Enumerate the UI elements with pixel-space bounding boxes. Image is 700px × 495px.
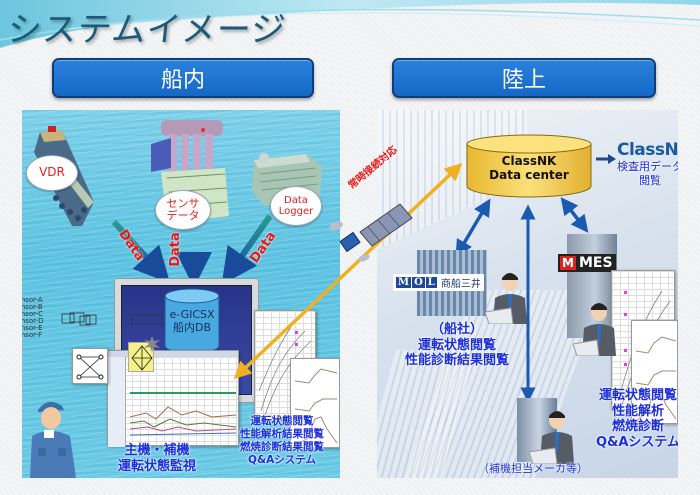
monitoring-caption-line-2: 運転状態監視 bbox=[117, 458, 196, 474]
classnk-caption: 検査用データ 閲覧 bbox=[617, 160, 678, 188]
onboard-function-item: 燃焼診断結果閲覧 bbox=[240, 441, 324, 454]
sensor-data-bubble: センサ データ bbox=[155, 190, 211, 230]
mes-logo: M MES bbox=[558, 254, 616, 272]
onboard-function-item: Q&Aシステム bbox=[248, 454, 316, 467]
monitoring-caption-line-1: 主機・補機 bbox=[124, 443, 190, 458]
page-title: システムイメージ bbox=[5, 10, 289, 50]
sensor-data-line-2: データ bbox=[166, 209, 200, 222]
datacenter-line-2: Data center bbox=[489, 168, 569, 183]
database-icon bbox=[164, 288, 220, 354]
mes-building bbox=[567, 234, 617, 338]
sensor-wiring bbox=[61, 312, 163, 326]
section-header-ship: 船内 bbox=[52, 58, 314, 98]
land-arrows bbox=[455, 197, 589, 403]
maker-staff-figure bbox=[529, 411, 574, 464]
sensor-data-line-1: センサ bbox=[166, 196, 200, 210]
classnk-block: ClassNK 検査用データ 閲覧 bbox=[617, 140, 678, 188]
diamond-graph-icon bbox=[131, 345, 153, 371]
mol-caption-line-2: 運転状態閲覧 bbox=[417, 337, 496, 353]
sensor-item: Sensor-C bbox=[22, 310, 43, 318]
arrow-datacenter-mol bbox=[455, 198, 491, 258]
vdr-bubble: VDR bbox=[26, 155, 78, 191]
onboard-db-line-1: e-GICSX bbox=[169, 308, 215, 321]
mol-logo-letter: M bbox=[396, 277, 412, 288]
mes-caption: 運転状態閲覧 性能解析 燃焼診断 Q&Aシステム bbox=[595, 388, 678, 450]
vdr-label: VDR bbox=[39, 165, 65, 180]
sensor-item: Sensor-D bbox=[22, 317, 44, 325]
mes-analysis-screen bbox=[631, 320, 678, 424]
alert-burst-icon bbox=[144, 336, 160, 352]
sensor-trend-plot bbox=[129, 392, 237, 436]
arrow-right-icon bbox=[596, 154, 616, 164]
mes-logo-text: MES bbox=[578, 255, 613, 271]
mol-logo-letter: L bbox=[425, 277, 437, 288]
sensor-item: Sensor-E bbox=[22, 324, 43, 332]
data-label-sensor: Data bbox=[167, 232, 183, 267]
engineer-figure bbox=[30, 401, 76, 478]
mes-caption-line: Q&Aシステム bbox=[595, 434, 678, 450]
classnk-caption-line-1: 検査用データ bbox=[617, 160, 678, 173]
datacenter-line-1: ClassNK bbox=[501, 154, 557, 168]
sensor-item: Sensor-B bbox=[22, 303, 43, 311]
mes-caption-line: 運転状態閲覧 bbox=[598, 388, 677, 403]
mol-logo-letter: O bbox=[412, 277, 425, 288]
analysis-plot bbox=[635, 336, 677, 422]
classnk-datacenter: ClassNK Data center bbox=[466, 134, 592, 198]
mes-caption-line: 燃焼診断 bbox=[611, 419, 664, 435]
onboard-functions-caption: 運転状態閲覧 性能解析結果閲覧 燃焼診断結果閲覧 Q&Aシステム bbox=[218, 415, 340, 468]
section-header-land: 陸上 bbox=[392, 58, 656, 98]
land-panel: ClassNK Data center ClassNK 検査用データ 閲覧 M … bbox=[377, 110, 678, 478]
onboard-db: e-GICSX 船内DB bbox=[164, 288, 220, 354]
sensor-item: Sensor-F bbox=[22, 331, 43, 339]
mol-caption-line-1: （船社） bbox=[430, 322, 483, 337]
monitoring-caption: 主機・補機 運転状態監視 bbox=[92, 443, 222, 474]
mes-caption-line: 性能解析 bbox=[611, 403, 664, 419]
onboard-db-line-2: 船内DB bbox=[172, 321, 212, 335]
mol-caption-line-3: 性能診断結果閲覧 bbox=[404, 353, 509, 369]
mol-logo-text: 商船三井 bbox=[440, 279, 481, 290]
data-arrow-vdr bbox=[111, 219, 171, 284]
network-graph-icon bbox=[76, 354, 104, 380]
network-diagram-card bbox=[72, 348, 108, 384]
mol-logo: M O L 商船三井 bbox=[393, 274, 484, 291]
mes-staff-figure bbox=[573, 303, 616, 356]
onboard-function-item: 運転状態閲覧 bbox=[250, 415, 314, 427]
window-legend-pane bbox=[108, 357, 126, 447]
onboard-function-item: 性能解析結果閲覧 bbox=[240, 428, 324, 441]
classnk-caption-line-2: 閲覧 bbox=[639, 173, 661, 187]
datacenter-label: ClassNK Data center bbox=[466, 154, 592, 183]
mol-caption: （船社） 運転状態閲覧 性能診断結果閲覧 bbox=[397, 322, 517, 369]
maker-caption: （補機担当メーカ等） bbox=[478, 462, 588, 475]
mes-logo-mark: M bbox=[560, 256, 576, 270]
header-swoosh bbox=[0, 0, 700, 48]
database-icon bbox=[466, 134, 592, 198]
arrow-datacenter-mes bbox=[560, 197, 589, 233]
sensor-item: Sensor-A bbox=[22, 296, 43, 304]
window-titlebar bbox=[108, 351, 238, 357]
section-header-land-label: 陸上 bbox=[501, 68, 546, 93]
onboard-db-label: e-GICSX 船内DB bbox=[164, 308, 220, 334]
classnk-logo: ClassNK bbox=[617, 140, 678, 160]
mol-staff-figure bbox=[485, 273, 527, 324]
section-header-ship-label: 船内 bbox=[160, 68, 205, 93]
ship-panel: VDR センサ データ Data Logger bbox=[22, 110, 340, 478]
